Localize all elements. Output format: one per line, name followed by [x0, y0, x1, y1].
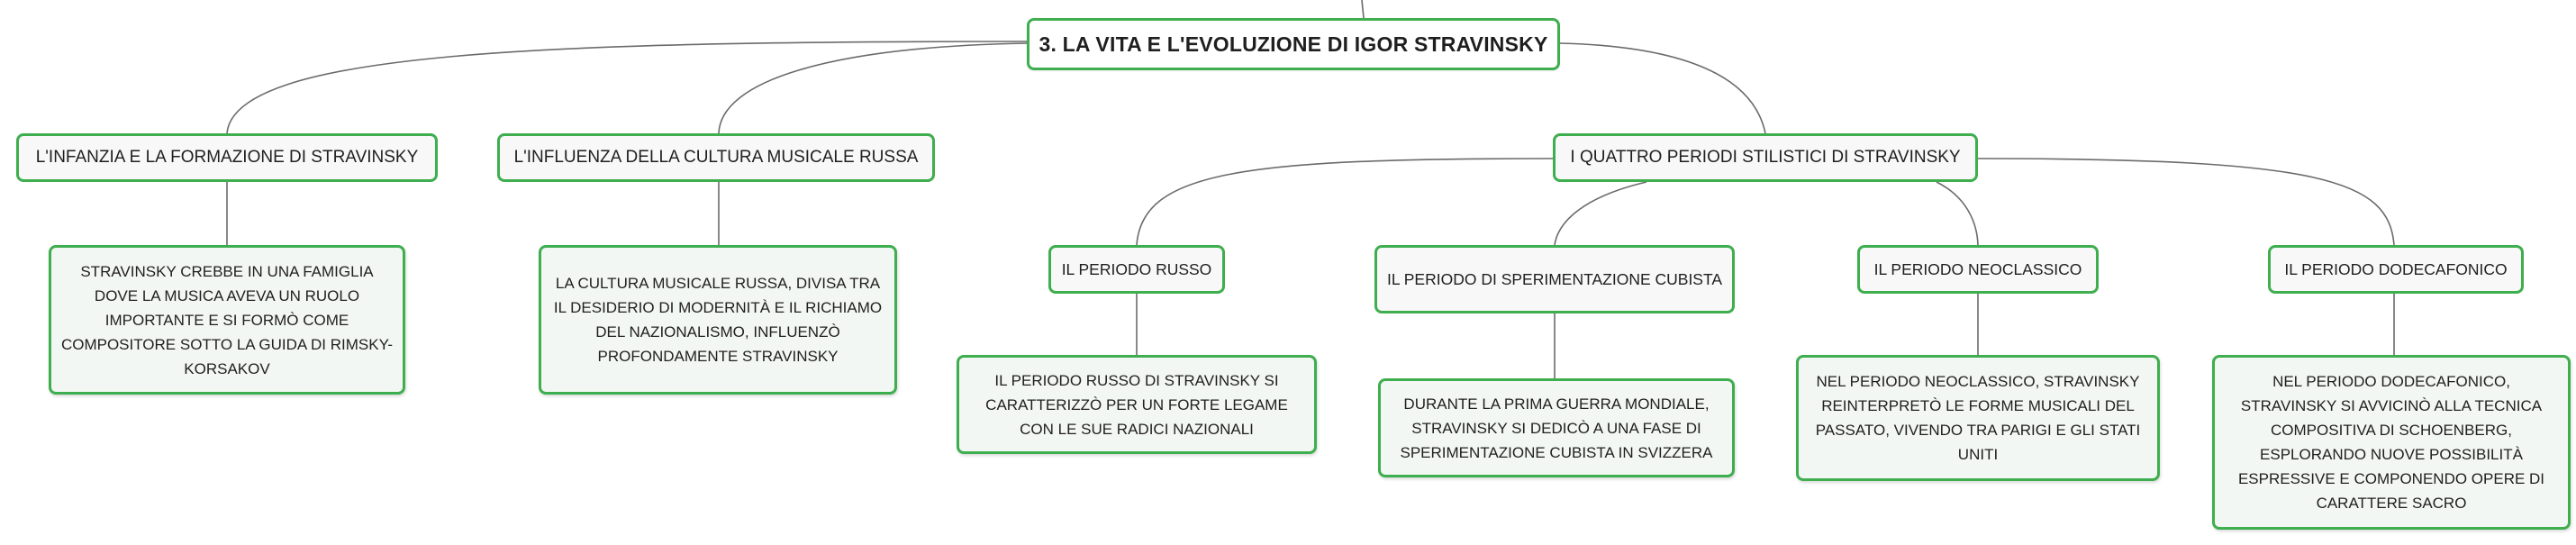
connector-branch-2-to-period-3 [1977, 158, 2395, 246]
description-periodo-cubista[interactable]: DURANTE LA PRIMA GUERRA MONDIALE, STRAVI… [1378, 378, 1735, 477]
period-label: IL PERIODO DI SPERIMENTAZIONE CUBISTA [1386, 269, 1723, 288]
description-text: LA CULTURA MUSICALE RUSSA, DIVISA TRA IL… [553, 275, 883, 365]
description-infanzia[interactable]: STRAVINSKY CREBBE IN UNA FAMIGLIA DOVE L… [49, 245, 405, 395]
connector-branch-2-to-period-0 [1136, 158, 1554, 246]
period-cubista[interactable]: IL PERIODO DI SPERIMENTAZIONE CUBISTA [1374, 245, 1735, 313]
period-dodecafonico[interactable]: IL PERIODO DODECAFONICO [2268, 245, 2524, 294]
branch-quattro-periodi[interactable]: I QUATTRO PERIODI STILISTICI DI STRAVINS… [1553, 133, 1978, 182]
description-text: DURANTE LA PRIMA GUERRA MONDIALE, STRAVI… [1400, 395, 1713, 461]
root-title: 3. LA VITA E L'EVOLUZIONE DI IGOR STRAVI… [1039, 32, 1548, 56]
period-neoclassico[interactable]: IL PERIODO NEOCLASSICO [1857, 245, 2099, 294]
branch-label: L'INFLUENZA DELLA CULTURA MUSICALE RUSSA [513, 148, 919, 167]
description-periodo-russo[interactable]: IL PERIODO RUSSO DI STRAVINSKY SI CARATT… [957, 355, 1317, 454]
branch-label: I QUATTRO PERIODI STILISTICI DI STRAVINS… [1570, 148, 1961, 167]
description-text: IL PERIODO RUSSO DI STRAVINSKY SI CARATT… [985, 371, 1288, 438]
root-node[interactable]: 3. LA VITA E L'EVOLUZIONE DI IGOR STRAVI… [1027, 18, 1560, 70]
description-text: NEL PERIODO DODECAFONICO, STRAVINSKY SI … [2237, 373, 2545, 512]
branch-cultura-russa[interactable]: L'INFLUENZA DELLA CULTURA MUSICALE RUSSA [497, 133, 935, 182]
description-periodo-dodecafonico[interactable]: NEL PERIODO DODECAFONICO, STRAVINSKY SI … [2212, 355, 2571, 530]
connector-branch-2-to-period-2 [1936, 181, 1979, 246]
connector-branch-2-to-period-1 [1554, 181, 1647, 246]
branch-label: L'INFANZIA E LA FORMAZIONE DI STRAVINSKY [35, 148, 419, 167]
branch-infanzia[interactable]: L'INFANZIA E LA FORMAZIONE DI STRAVINSKY [16, 133, 438, 182]
period-label: IL PERIODO DODECAFONICO [2284, 259, 2508, 278]
period-label: IL PERIODO NEOCLASSICO [1873, 259, 2082, 278]
description-cultura-russa[interactable]: LA CULTURA MUSICALE RUSSA, DIVISA TRA IL… [539, 245, 897, 395]
connector-root-to-branch-2 [1559, 42, 1766, 134]
description-periodo-neoclassico[interactable]: NEL PERIODO NEOCLASSICO, STRAVINSKY REIN… [1796, 355, 2160, 481]
description-text: STRAVINSKY CREBBE IN UNA FAMIGLIA DOVE L… [60, 262, 394, 377]
connector-root-to-branch-0 [226, 41, 1028, 134]
period-russo[interactable]: IL PERIODO RUSSO [1048, 245, 1225, 294]
connector-root-to-branch-1 [718, 42, 1028, 134]
period-label: IL PERIODO RUSSO [1061, 259, 1212, 278]
connector-parent-to-root [1361, 0, 1365, 19]
description-text: NEL PERIODO NEOCLASSICO, STRAVINSKY REIN… [1815, 373, 2141, 463]
